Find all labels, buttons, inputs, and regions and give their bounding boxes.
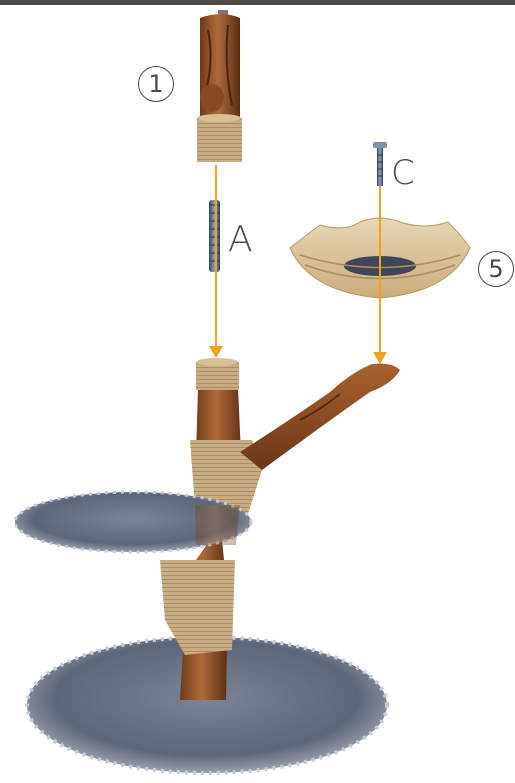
step-1-label: 1 [138, 66, 174, 102]
middle-platform-part [15, 492, 251, 552]
side-branch-part [240, 364, 400, 470]
screw-c-icon [373, 142, 387, 186]
bolt-a-icon [209, 200, 220, 272]
top-post-part [197, 10, 242, 162]
screw-c-label: C [391, 156, 415, 190]
bolt-a-label: A [228, 222, 253, 258]
step-5-label: 5 [478, 251, 514, 287]
header-bar [0, 0, 515, 5]
